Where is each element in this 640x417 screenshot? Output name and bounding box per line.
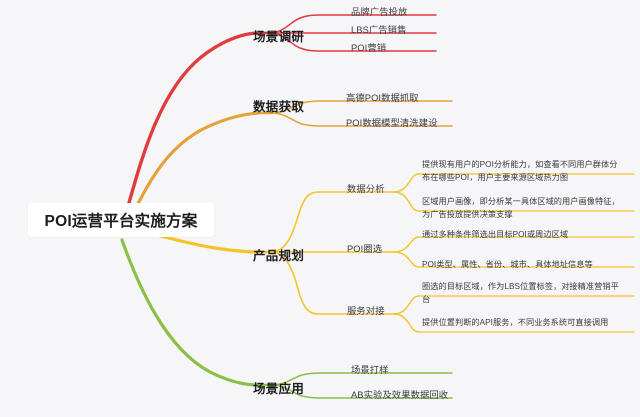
sub-label-service-integration[interactable]: 服务对接 — [347, 306, 385, 316]
sub-label-poi-selection[interactable]: POI圈选 — [347, 244, 383, 254]
leaf-label-lbs-location-tag[interactable]: 圈选的目标区域，作为LBS位置标签，对接精准营销平台 — [422, 282, 619, 304]
sub-label-ab-test-feedback[interactable]: AB实验及效果数据回收 — [351, 390, 449, 400]
sub-label-lbs-ad-sales[interactable]: LBS广告销售 — [351, 25, 407, 35]
leaf-label-multi-condition-filter[interactable]: 通过多种条件筛选出目标POI或周边区域 — [422, 230, 569, 239]
branch-label-product-planning[interactable]: 产品规划 — [253, 249, 305, 263]
branch-label-data-acquisition[interactable]: 数据获取 — [253, 100, 305, 114]
sub-label-scene-prototyping[interactable]: 场景打样 — [351, 365, 389, 375]
leaf-label-poi-analysis-capability[interactable]: 提供现有用户的POI分析能力，如查看不同用户群体分布在哪些POI，用户主要来源区… — [422, 160, 618, 182]
sub-label-poi-marketing[interactable]: POI营销 — [351, 43, 387, 53]
branch-label-scene-research[interactable]: 场景调研 — [253, 30, 305, 44]
sub-label-gaode-poi-crawl[interactable]: 高德POI数据抓取 — [346, 93, 419, 103]
sub-label-poi-model-cleaning[interactable]: POI数据模型清洗建设 — [346, 118, 438, 128]
root-node-label: POI运营平台实施方案 — [44, 213, 198, 230]
sub-label-brand-ad[interactable]: 品牌广告投放 — [351, 7, 408, 17]
branch-label-scene-application[interactable]: 场景应用 — [253, 382, 305, 396]
leaf-label-location-api-service[interactable]: 提供位置判断的API服务，不同业务系统可直接调用 — [422, 318, 609, 327]
leaf-label-regional-user-profile[interactable]: 区域用户画像，即分析某一具体区域的用户画像特征，为广告投放提供决策支撑 — [422, 197, 620, 219]
leaf-label-poi-attributes[interactable]: POI类型、属性、省份、城市、具体地址信息等 — [422, 260, 593, 269]
root-node[interactable]: POI运营平台实施方案 — [28, 203, 214, 237]
sub-label-data-analysis[interactable]: 数据分析 — [347, 184, 385, 194]
